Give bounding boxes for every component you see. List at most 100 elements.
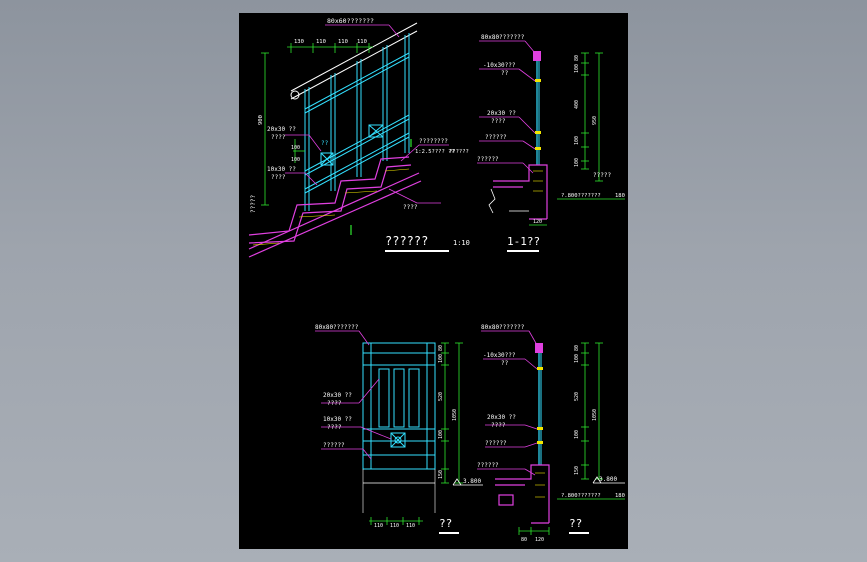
tl-title: ?????? — [385, 234, 428, 248]
tl-label-20x30b: ???? — [271, 134, 286, 141]
dimension-lines — [529, 52, 625, 226]
bl-dim-total: 1050 — [452, 409, 458, 421]
tl-dim-height: 900 — [258, 115, 264, 125]
dim-text: 520 — [574, 392, 580, 401]
dim-text: 110 — [390, 523, 399, 529]
frame — [362, 342, 436, 470]
br-dims-v: 80 100 520 100 150 — [574, 345, 580, 475]
dimension-lines — [261, 43, 373, 206]
tl-label-right4: ???? — [403, 204, 418, 211]
tr-dims-v: 80 100 400 100 100 — [574, 55, 580, 167]
bl-label-2b: ???? — [327, 400, 342, 407]
dim-text: 100 — [574, 354, 580, 363]
tl-dim-100b: 100 — [291, 157, 300, 163]
br-label-5: ?????? — [477, 462, 499, 469]
slab-section — [493, 164, 548, 220]
bl-label-top: 80x80??????? — [315, 324, 359, 331]
handrail-cap — [535, 343, 543, 353]
cad-drawing: 80x60??????? 130 110 110 110 900 20x30 ?… — [248, 17, 625, 543]
br-label-4: ?????? — [485, 440, 507, 447]
dim-text: 110 — [357, 39, 367, 45]
tr-title: 1-1?? — [507, 235, 540, 248]
section-hatch — [535, 472, 545, 498]
drawing-sheet: 80x60??????? 130 110 110 110 900 20x30 ?… — [239, 13, 628, 549]
sloped-rails — [304, 52, 410, 194]
br-dims-h: 80 120 — [521, 537, 544, 543]
tr-label-4: ?????? — [485, 134, 507, 141]
tr-label-3: 20x30 ?? — [487, 110, 516, 117]
dimension-lines — [518, 342, 625, 535]
dim-text: 110 — [374, 523, 383, 529]
front-elevation: 80x80??????? 20x30 ?? ???? 10x30 ?? ????… — [315, 324, 483, 534]
bl-label-3: 10x30 ?? — [323, 416, 352, 423]
tl-label-right1: ???????? — [419, 138, 448, 145]
bl-level: 3.800 — [463, 478, 481, 485]
decorative-panels — [320, 124, 384, 166]
dim-text: 100 — [574, 430, 580, 439]
br-label-2: -10x30??? — [483, 352, 516, 359]
break-lines — [488, 188, 529, 214]
rail-nodes — [537, 367, 543, 444]
tl-top-dims: 130 110 110 110 — [294, 39, 367, 45]
tr-label-2: -10x30??? — [483, 62, 516, 69]
br-label-3: 20x30 ?? — [487, 414, 516, 421]
dim-text: 80 — [574, 345, 580, 351]
tr-label-3b: ???? — [491, 118, 506, 125]
bl-label-2: 20x30 ?? — [323, 392, 352, 399]
leader-lines — [315, 330, 392, 460]
slab-section — [495, 464, 550, 524]
tl-scale: 1:10 — [453, 239, 470, 247]
bl-label-3b: ???? — [327, 424, 342, 431]
dim-text: 150 — [574, 466, 580, 475]
tl-left-vertical: ????? — [250, 195, 257, 213]
section-marks — [350, 139, 412, 235]
tl-label-right2: 1:2.5???? ?? — [415, 149, 455, 155]
tr-label-top: 80x80??????? — [481, 34, 525, 41]
dim-text: 110 — [316, 39, 326, 45]
stair-railing-elevation: 80x60??????? 130 110 110 110 900 20x30 ?… — [248, 17, 470, 258]
section-hatch — [533, 170, 543, 192]
leader-lines — [477, 330, 538, 476]
tr-label-7: ?.800??????? — [561, 193, 601, 199]
stair-steps — [248, 156, 422, 258]
dimension-lines — [369, 342, 463, 525]
bl-dims-v: 80 100 520 100 150 — [438, 345, 444, 479]
br-title: ?? — [569, 517, 582, 530]
br-label-3b: ???? — [491, 422, 506, 429]
br-label-6: ?.800??????? — [561, 493, 601, 499]
dim-text: 400 — [574, 100, 580, 109]
br-label-top: 80x80??????? — [481, 324, 525, 331]
bl-label-4: ?????? — [323, 442, 345, 449]
dim-text: 120 — [535, 537, 544, 543]
br-label-2b: ?? — [501, 360, 509, 367]
tl-top-callout: 80x60??????? — [327, 17, 374, 25]
level-mark — [452, 478, 483, 486]
dim-text: 100 — [574, 136, 580, 145]
br-dim-total: 1050 — [592, 409, 598, 421]
tr-dim-total: 950 — [592, 116, 598, 125]
tl-label-right3: ?????? — [449, 149, 469, 155]
section-1-1: 80x80??????? -10x30??? ?? 20x30 ?? ???? … — [477, 34, 625, 252]
tl-label-10x30b: ???? — [271, 174, 286, 181]
stair-hatch — [252, 168, 410, 246]
tl-dim-100: 100 — [291, 145, 300, 151]
dim-text: 110 — [338, 39, 348, 45]
dim-text: 100 — [574, 64, 580, 73]
br-level: 3.800 — [599, 476, 617, 483]
leader-lines — [477, 40, 536, 174]
dim-text: 80 — [438, 345, 444, 351]
dim-text: 80 — [574, 55, 580, 61]
dim-text: 100 — [438, 430, 444, 439]
tl-label-20x30: 20x30 ?? — [267, 126, 296, 133]
dim-text: 520 — [438, 392, 444, 401]
level-mark — [592, 476, 625, 484]
handrail-cap — [533, 51, 541, 61]
tr-dim-180: 180 — [615, 193, 625, 199]
dim-text: 150 — [438, 470, 444, 479]
side-section: 80x80??????? -10x30??? ?? 20x30 ?? ???? … — [477, 324, 625, 543]
tr-dim-120: 120 — [533, 219, 542, 225]
dim-text: 80 — [521, 537, 527, 543]
tl-label-10x30: 10x30 ?? — [267, 166, 296, 173]
rail-nodes — [535, 79, 541, 150]
leader-lines — [285, 24, 449, 204]
